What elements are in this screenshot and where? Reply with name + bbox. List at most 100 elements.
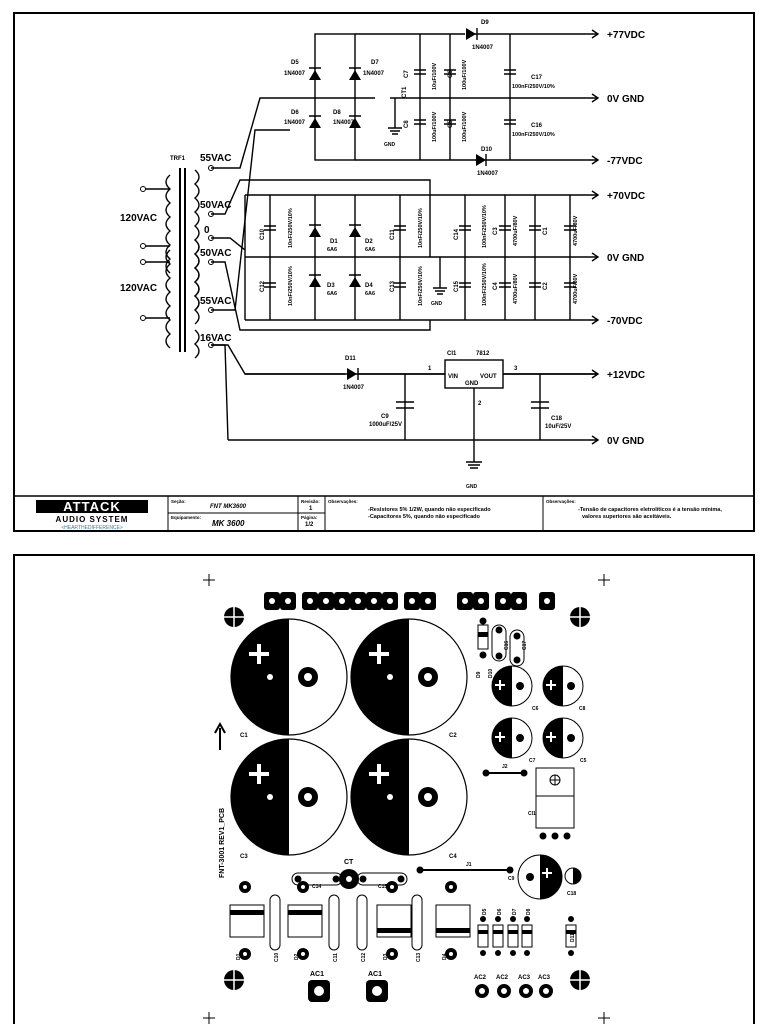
rail-gnd-2: 0V GND: [607, 253, 644, 264]
pcb-c8: C8: [579, 706, 586, 712]
pcb-ac3-b: AC3: [538, 975, 551, 981]
c9-ref: C9: [381, 414, 389, 420]
pcb-c4: C4: [449, 854, 457, 860]
pcb-d10: D10: [488, 669, 494, 678]
pcb-c14: C14: [312, 884, 321, 890]
tap-55vac-top: 55VAC: [200, 153, 232, 164]
c11-ref: C11: [390, 229, 396, 240]
pin-header-pads: [264, 592, 555, 610]
c15-value: 100nF/250V/10%: [482, 263, 488, 306]
c5-value: 100uF/100V: [462, 111, 468, 142]
d1-value: 6A6: [327, 247, 337, 253]
pcb-c3: C3: [240, 854, 248, 860]
gnd-label-1: GND: [384, 142, 396, 148]
c17-ref: C17: [531, 75, 543, 81]
c1-ref: C1: [543, 227, 549, 235]
rail-minus77: -77VDC: [607, 156, 643, 167]
pcb-c16: C16: [504, 641, 510, 650]
c14-value: 100nF/250V/10%: [482, 205, 488, 248]
pcb-c17: C17: [522, 641, 528, 650]
regulator-12v: [211, 344, 598, 469]
d2-ref: D2: [365, 239, 373, 245]
rail-gnd-3: 0V GND: [607, 436, 644, 447]
title-block: [14, 495, 754, 531]
pcb-registration-marks: [203, 574, 610, 1024]
ci1-vin: VIN: [448, 374, 458, 380]
notes-line-4: valores superiores são aceitáveis.: [582, 514, 672, 520]
c10-ref: C10: [260, 228, 266, 240]
pcb-c18: C18: [567, 891, 576, 897]
section-label: Seção:: [171, 499, 186, 504]
d4-ref: D4: [365, 283, 373, 289]
tap-zero: 0: [204, 225, 210, 236]
pcb-d1: D1: [236, 953, 242, 960]
d5-ref: D5: [291, 60, 299, 66]
c2-value: 4700uF/80V: [573, 273, 579, 304]
c14-ref: C14: [454, 228, 460, 240]
pcb-c7: C7: [529, 758, 536, 764]
c18-ref: C18: [551, 416, 563, 422]
d11-ref: D11: [345, 356, 356, 362]
c9-value: 1000uF/25V: [369, 422, 402, 428]
pcb-c10: C10: [274, 953, 280, 962]
pcb-c11: C11: [333, 953, 339, 962]
ci1-pin3: 3: [514, 366, 518, 372]
pcb-c9: C9: [508, 876, 515, 882]
tap-55vac-bottom: 55VAC: [200, 296, 232, 307]
notes-line-1: -Resistores 5% 1/2W, quando não especifi…: [368, 507, 491, 513]
page-label: Página:: [301, 515, 318, 520]
d3-value: 6A6: [327, 291, 337, 297]
pcb-ci1: CI1: [528, 811, 536, 817]
notes-line-3: -Tensão de capacitores eletrolíticos é a…: [578, 507, 722, 513]
pcb-d8: D8: [526, 908, 532, 915]
output-rails: [228, 29, 600, 445]
ci1-pin1: 1: [428, 366, 432, 372]
d10-value: 1N4007: [477, 171, 499, 177]
trf1-label: TRF1: [170, 156, 186, 162]
c8-value: 100uF/100V: [432, 111, 438, 142]
pcb-d9: D9: [476, 671, 482, 678]
d9-value: 1N4007: [472, 45, 494, 51]
c3-ref: C3: [493, 227, 499, 235]
pcb-ac2-a: AC2: [474, 975, 487, 981]
pcb-d4: D4: [442, 953, 448, 960]
mounting-holes: [222, 605, 592, 992]
pcb-c2: C2: [449, 733, 457, 739]
c13-ref: C13: [390, 280, 396, 292]
rail-minus70: -70VDC: [607, 316, 643, 327]
pcb-d5: D5: [482, 908, 488, 915]
pcb-c13: C13: [416, 953, 422, 962]
revision-label: Revisão:: [301, 499, 320, 504]
pcb-d3: D3: [383, 953, 389, 960]
d6-ref: D6: [291, 110, 299, 116]
tap-50vac-bottom: 50VAC: [200, 248, 232, 259]
c12-value: 10nF/250V/10%: [288, 266, 294, 306]
orientation-arrow-icon: [214, 721, 226, 750]
page-value: 1/2: [305, 522, 314, 528]
c17-value: 100nF/250V/10%: [512, 84, 555, 90]
pcb-d7: D7: [512, 908, 518, 915]
d11-value: 1N4007: [343, 385, 365, 391]
notes-label-2: Observações:: [546, 499, 576, 504]
primary-120vac-bottom: 120VAC: [120, 283, 157, 294]
schematic-frame: [13, 12, 755, 532]
c16-ref: C16: [531, 123, 543, 129]
pcb-small-components: [229, 617, 584, 1002]
ci1-part: 7812: [476, 351, 490, 357]
d3-ref: D3: [327, 283, 335, 289]
c5-ref: C5: [448, 120, 454, 128]
pcb-c15: C15: [378, 884, 387, 890]
pcb-c12: C12: [361, 953, 367, 962]
c7-ref: C7: [404, 70, 410, 78]
c3-value: 4700uF/80V: [513, 215, 519, 246]
c1-value: 4700uF/80V: [573, 215, 579, 246]
equipment-label: Equipamento:: [171, 515, 202, 520]
d10-ref: D10: [481, 147, 493, 153]
bulk-capacitors: [230, 618, 468, 856]
pcb-j1: J1: [466, 862, 472, 868]
pcb-ac2-b: AC2: [496, 975, 509, 981]
c18-value: 10uF/25V: [545, 424, 571, 430]
c6-value: 100uF/100V: [462, 59, 468, 90]
notes-line-2: -Capacitores 5%, quando não especificado: [368, 514, 481, 520]
pcb-ct: CT: [344, 859, 354, 866]
